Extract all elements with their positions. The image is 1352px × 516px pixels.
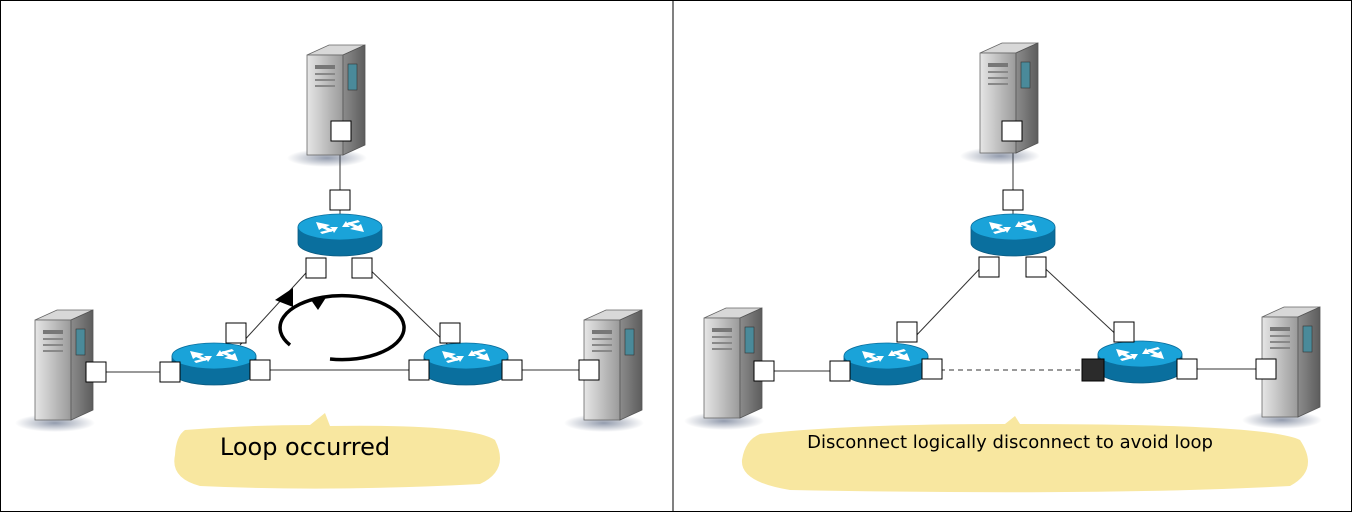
port — [408, 359, 430, 381]
port — [85, 361, 107, 383]
port — [1001, 120, 1023, 142]
port — [501, 359, 523, 381]
port — [753, 360, 775, 382]
port — [978, 256, 1000, 278]
server-icon — [14, 309, 96, 433]
blocked-port — [1081, 358, 1105, 382]
port — [921, 358, 943, 380]
port — [159, 361, 181, 383]
link-top-right-router — [361, 261, 449, 346]
port-group — [85, 120, 600, 383]
port-group — [753, 120, 1277, 382]
router-icon — [423, 342, 509, 386]
port — [829, 360, 851, 382]
left-panel: Loop occurred — [14, 44, 645, 489]
router-icon — [1097, 340, 1183, 384]
port — [896, 321, 918, 343]
server-icon — [286, 44, 368, 168]
server-icon — [683, 307, 765, 431]
right-caption: Disconnect logically disconnect to avoid… — [807, 432, 1213, 453]
router-icon — [970, 213, 1056, 257]
port — [329, 189, 351, 211]
port — [330, 120, 352, 142]
port — [305, 257, 327, 279]
caption-bubble — [174, 413, 500, 489]
port — [1176, 358, 1198, 380]
port — [1113, 321, 1135, 343]
server-icon — [563, 309, 645, 433]
link-top-right-router — [1035, 259, 1123, 341]
router-icon — [843, 342, 929, 386]
server-icon — [959, 42, 1041, 166]
router-icon — [297, 213, 383, 257]
caption-bubble — [741, 416, 1308, 493]
left-caption: Loop occurred — [220, 433, 390, 461]
port — [1002, 189, 1024, 211]
port — [1255, 358, 1277, 380]
port — [249, 359, 271, 381]
link-top-left-router — [911, 259, 989, 341]
port — [578, 359, 600, 381]
port — [439, 322, 461, 344]
port — [225, 322, 247, 344]
loop-arrow-icon — [275, 288, 406, 362]
port — [351, 257, 373, 279]
server-icon — [1241, 306, 1323, 430]
link-top-left-router — [239, 261, 317, 346]
router-icon — [171, 342, 257, 386]
right-panel: Disconnect logically disconnect to avoid… — [683, 42, 1323, 493]
port — [1025, 256, 1047, 278]
